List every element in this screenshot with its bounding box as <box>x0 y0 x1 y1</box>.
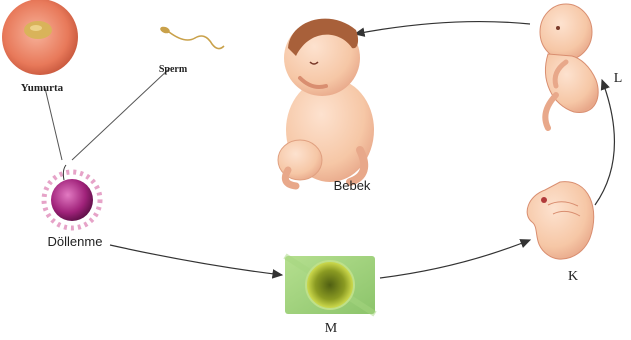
stage-l-label: L <box>614 71 623 86</box>
baby-label: Bebek <box>334 178 371 193</box>
stage-m-label: M <box>325 321 338 336</box>
sperm-label: Sperm <box>159 64 188 75</box>
stage-k-label: K <box>568 269 578 284</box>
arrow-l-to-baby <box>355 22 530 34</box>
connector-lines <box>45 68 170 160</box>
egg-label: Yumurta <box>21 82 64 94</box>
zygote-icon <box>44 165 100 228</box>
egg-cell-icon <box>2 0 78 75</box>
sperm-cell-icon <box>159 25 224 48</box>
baby-icon <box>278 19 374 186</box>
blastocyst-icon <box>285 256 375 314</box>
fertilization-label: Döllenme <box>48 234 103 249</box>
arrow-m-to-k <box>380 240 530 278</box>
arrow-fertilization-to-m <box>110 245 282 275</box>
embryo-icon <box>527 182 594 259</box>
fetus-icon <box>540 4 598 128</box>
